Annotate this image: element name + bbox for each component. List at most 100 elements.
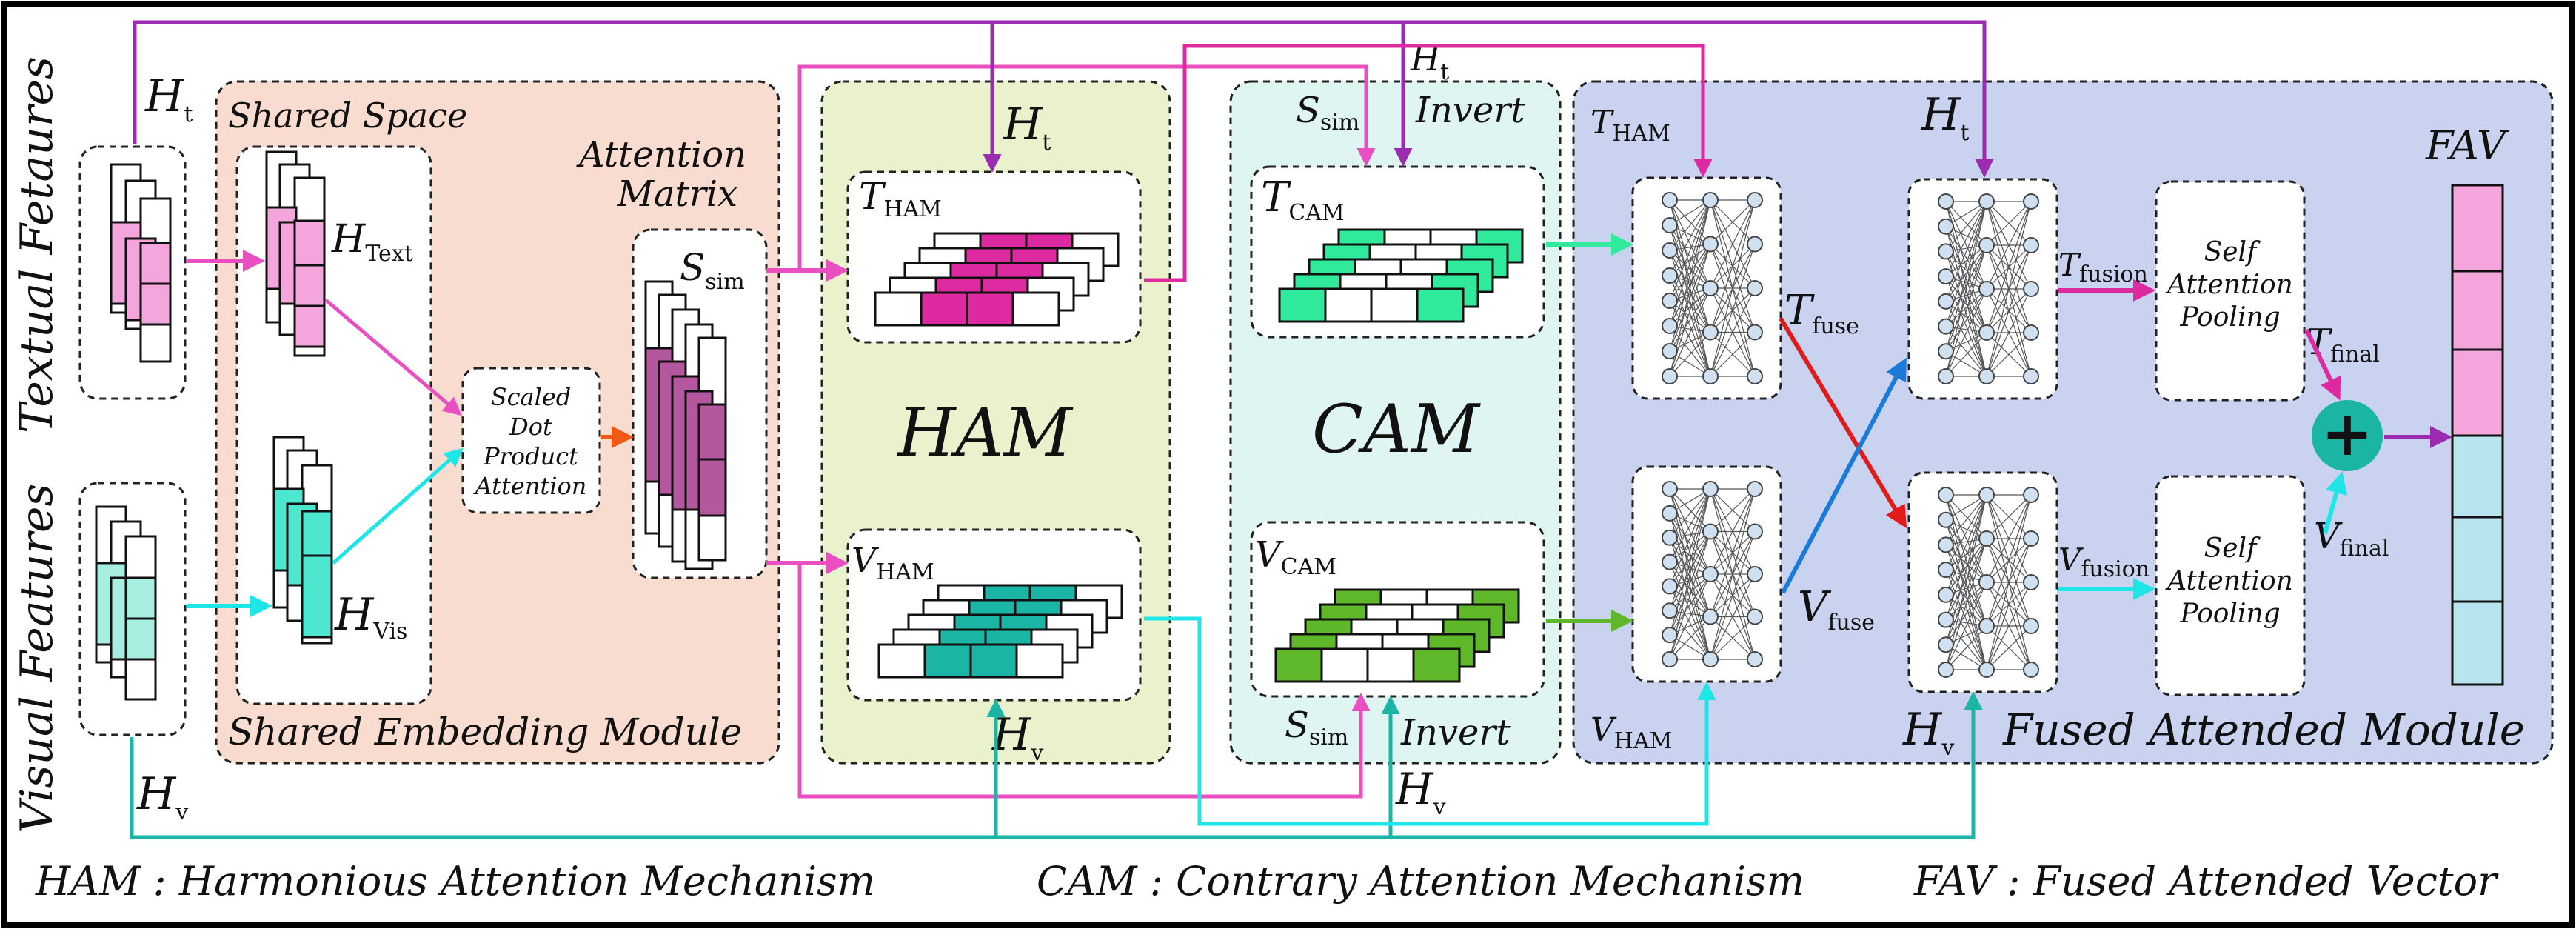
nn-node	[1978, 662, 1995, 678]
nn-edge	[1669, 531, 1711, 587]
nn-node	[1978, 368, 1995, 384]
sap1-fill	[2156, 182, 2304, 400]
sdpa-fill	[463, 368, 600, 513]
legend-fav: FAV : Fused Attended Vector	[1913, 858, 2499, 905]
nn-edge	[1945, 582, 1987, 645]
fam-ht-label: Ht	[1921, 89, 1969, 146]
cam-hv-label: Hv	[1395, 764, 1446, 820]
nn-node	[1747, 324, 1763, 341]
hv-input-label: Hv	[136, 768, 188, 825]
attention-matrix-stack	[644, 280, 727, 570]
nn-edge	[1669, 332, 1711, 377]
nn-edge	[1945, 201, 1987, 246]
tensor-cell	[1274, 647, 1323, 683]
arrow-tfuse-cross	[1779, 317, 1907, 529]
nn-edge	[1669, 531, 1711, 563]
tensor-cell	[1366, 647, 1415, 683]
nn-edge	[1986, 201, 2032, 377]
nn-node	[1702, 368, 1719, 384]
nn-edge	[1986, 494, 2032, 670]
nn-node	[1978, 487, 1995, 503]
nn-node	[2023, 530, 2039, 547]
sap2-line1: Self	[2204, 533, 2261, 564]
nn-edge	[1945, 538, 1987, 645]
sap2-fill	[2156, 476, 2304, 695]
nn-node	[1662, 368, 1678, 384]
nn-edge	[1986, 538, 2032, 670]
route-hv-main	[130, 691, 1983, 839]
nn-node	[1662, 602, 1678, 619]
nn-node	[1938, 611, 1954, 628]
nn-node	[1938, 268, 1954, 285]
nn-node	[1747, 481, 1763, 497]
nn-node	[1978, 193, 1995, 210]
vfusion-label: Vfusion	[2058, 542, 2150, 582]
nn-node	[1662, 192, 1678, 208]
nn-node	[1702, 280, 1719, 296]
nn-edge	[1669, 199, 1711, 289]
nn-node	[1938, 293, 1954, 310]
nn-node	[1938, 662, 1954, 678]
cam-ssim-top: Ssim	[1296, 90, 1359, 136]
nn-edge	[1945, 244, 1987, 327]
tensor-cell	[923, 643, 972, 679]
nn-edge	[1710, 244, 1756, 377]
tensor-cell	[1370, 287, 1419, 323]
fam-hv-label: Hv	[1902, 704, 1954, 761]
tensor-cell	[877, 643, 926, 679]
nn-node	[2023, 487, 2039, 503]
nn-edge	[1945, 494, 1987, 596]
vham-label: VHAM	[852, 540, 934, 585]
nn-edge	[1669, 616, 1711, 660]
nn-node	[1662, 553, 1678, 570]
nn-node	[1662, 578, 1678, 595]
nn-edge	[1669, 244, 1711, 276]
nn-node	[1662, 651, 1678, 667]
nn-graph-1	[1662, 192, 1763, 384]
nn-edge	[1669, 562, 1711, 660]
nn-edge	[1669, 513, 1711, 575]
nn-edge	[1669, 250, 1711, 333]
nn-edge	[1945, 244, 1987, 352]
nn-edge	[1710, 488, 1756, 660]
tensor-cell	[1416, 287, 1465, 323]
nn-box-1	[1631, 176, 1782, 400]
fav-vector	[2451, 184, 2504, 686]
nn-edge	[1669, 531, 1711, 611]
nn-edge	[1945, 276, 1987, 377]
htext-label: HText	[331, 217, 413, 267]
nn-node	[1938, 218, 1954, 235]
nn-node	[1662, 318, 1678, 334]
nn-node	[1938, 318, 1954, 335]
nn-node	[1938, 536, 1954, 553]
shared-embedding-module-label: Shared Embedding Module	[228, 710, 742, 753]
nn-edge	[1669, 250, 1711, 289]
nn-edge	[1710, 488, 1756, 617]
nn-box-4	[1907, 471, 2058, 693]
nn-node	[1702, 236, 1719, 253]
nn-edge	[1945, 582, 1987, 621]
arrow-sap2-plus	[2323, 471, 2347, 534]
tensor-cell	[920, 291, 968, 327]
tensor-cell	[874, 291, 923, 327]
nn-edge	[1945, 226, 1987, 333]
legend-ham: HAM : Harmonious Attention Mechanism	[35, 858, 875, 905]
nn-edge	[1945, 226, 1987, 290]
nn-edge	[1669, 586, 1711, 660]
nn-edge	[1669, 537, 1711, 575]
nn-edge	[1945, 201, 1987, 277]
nn-edge	[1945, 538, 1987, 570]
nn-edge	[1710, 531, 1756, 660]
hvis-stack	[272, 436, 333, 645]
nn-edge	[1945, 494, 1987, 545]
nn-node	[1938, 511, 1954, 528]
plus-icon: +	[2321, 397, 2373, 470]
nn-edge	[1986, 494, 2032, 539]
nn-node	[1702, 651, 1719, 667]
nn-edge	[1986, 582, 2032, 670]
arrow-vfuse-cross	[1781, 357, 1907, 594]
nn-node	[2023, 193, 2039, 210]
nn-edge	[1669, 531, 1711, 636]
nn-node	[1702, 523, 1719, 540]
